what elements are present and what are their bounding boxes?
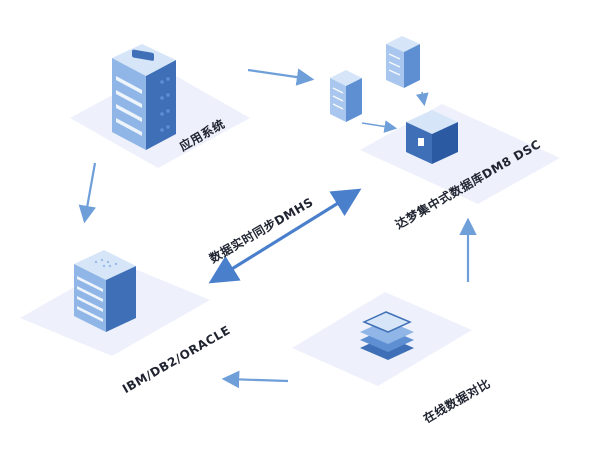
layer-stack-icon [360,311,414,360]
arrow-dmhs-sync [208,188,362,284]
server-tower-icon [330,70,362,122]
server-tower-icon [386,36,420,88]
arrow-server2-to-dm8 [415,91,429,107]
database-stack-icon [74,250,136,332]
arrow-compare-to-source [221,370,289,389]
server-rack-icon [112,44,176,150]
database-cube-icon [406,110,458,164]
arrow-app-to-servers [247,68,315,86]
arrow-app-to-source [78,162,97,224]
arrow-server-to-dm8 [361,120,398,133]
